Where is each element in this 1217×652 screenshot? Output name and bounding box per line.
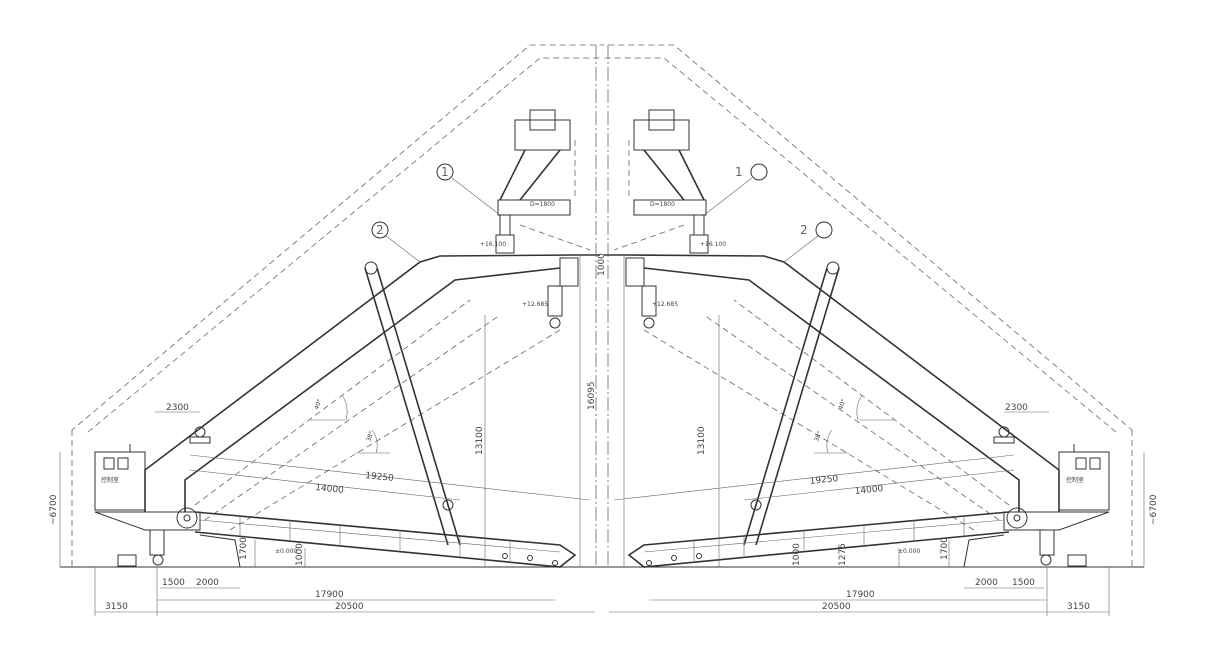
elevation-mid: +12.685 [652,301,678,308]
angle-label: 40° [837,398,847,410]
callout-2: 2 [376,223,384,237]
dim-1700: 1700 [239,537,249,560]
dim-1275: 1275 [838,543,848,566]
elevation-ground: ±0.000 [275,548,297,555]
dim-2000: 2000 [196,578,219,588]
stacker-label: D=1800 [530,201,555,208]
elevation-top: +16.100 [700,241,726,248]
stacker-label: D=1800 [650,201,675,208]
dim-6700: ~6700 [1149,494,1159,525]
callout-2: 2 [800,223,808,237]
elevation-mid: +12.685 [522,301,548,308]
dim-20500: 20500 [335,602,364,612]
angle-label: 38° [813,430,823,442]
callout-1: 1 [735,165,743,179]
dim-16095: 16095 [587,381,597,410]
dim-2300: 2300 [1005,403,1028,413]
dim-17900: 17900 [846,590,875,600]
dim-1000: 1000 [792,543,802,566]
dim-1500: 1500 [1012,578,1035,588]
right-half [601,44,1145,617]
dim-13100: 13100 [697,426,707,455]
dim-19250: 19250 [809,474,839,487]
dim-14000: 14000 [315,483,345,496]
elevation-top: +16.100 [480,241,506,248]
dim-1000: 1000 [295,543,305,566]
dim-1000-top: 1000 [597,253,607,276]
angle-label: 40° [313,398,323,410]
angle-label: 38° [365,430,375,442]
dim-1700: 1700 [940,537,950,560]
dim-3150: 3150 [1067,602,1090,612]
dim-13100: 13100 [475,426,485,455]
control-room-label: 控制室 [1066,476,1084,484]
dim-3150: 3150 [105,602,128,612]
dim-20500: 20500 [822,602,851,612]
callout-1: 1 [441,165,449,179]
dim-2000: 2000 [975,578,998,588]
left-half [59,44,603,617]
dim-6700: ~6700 [49,494,59,525]
dim-2300: 2300 [166,403,189,413]
control-room-label: 控制室 [101,476,119,484]
elevation-ground: ±0.000 [898,548,920,555]
dim-17900: 17900 [315,590,344,600]
dim-1500: 1500 [162,578,185,588]
dim-19250: 19250 [365,471,395,484]
dim-14000: 14000 [854,484,884,497]
